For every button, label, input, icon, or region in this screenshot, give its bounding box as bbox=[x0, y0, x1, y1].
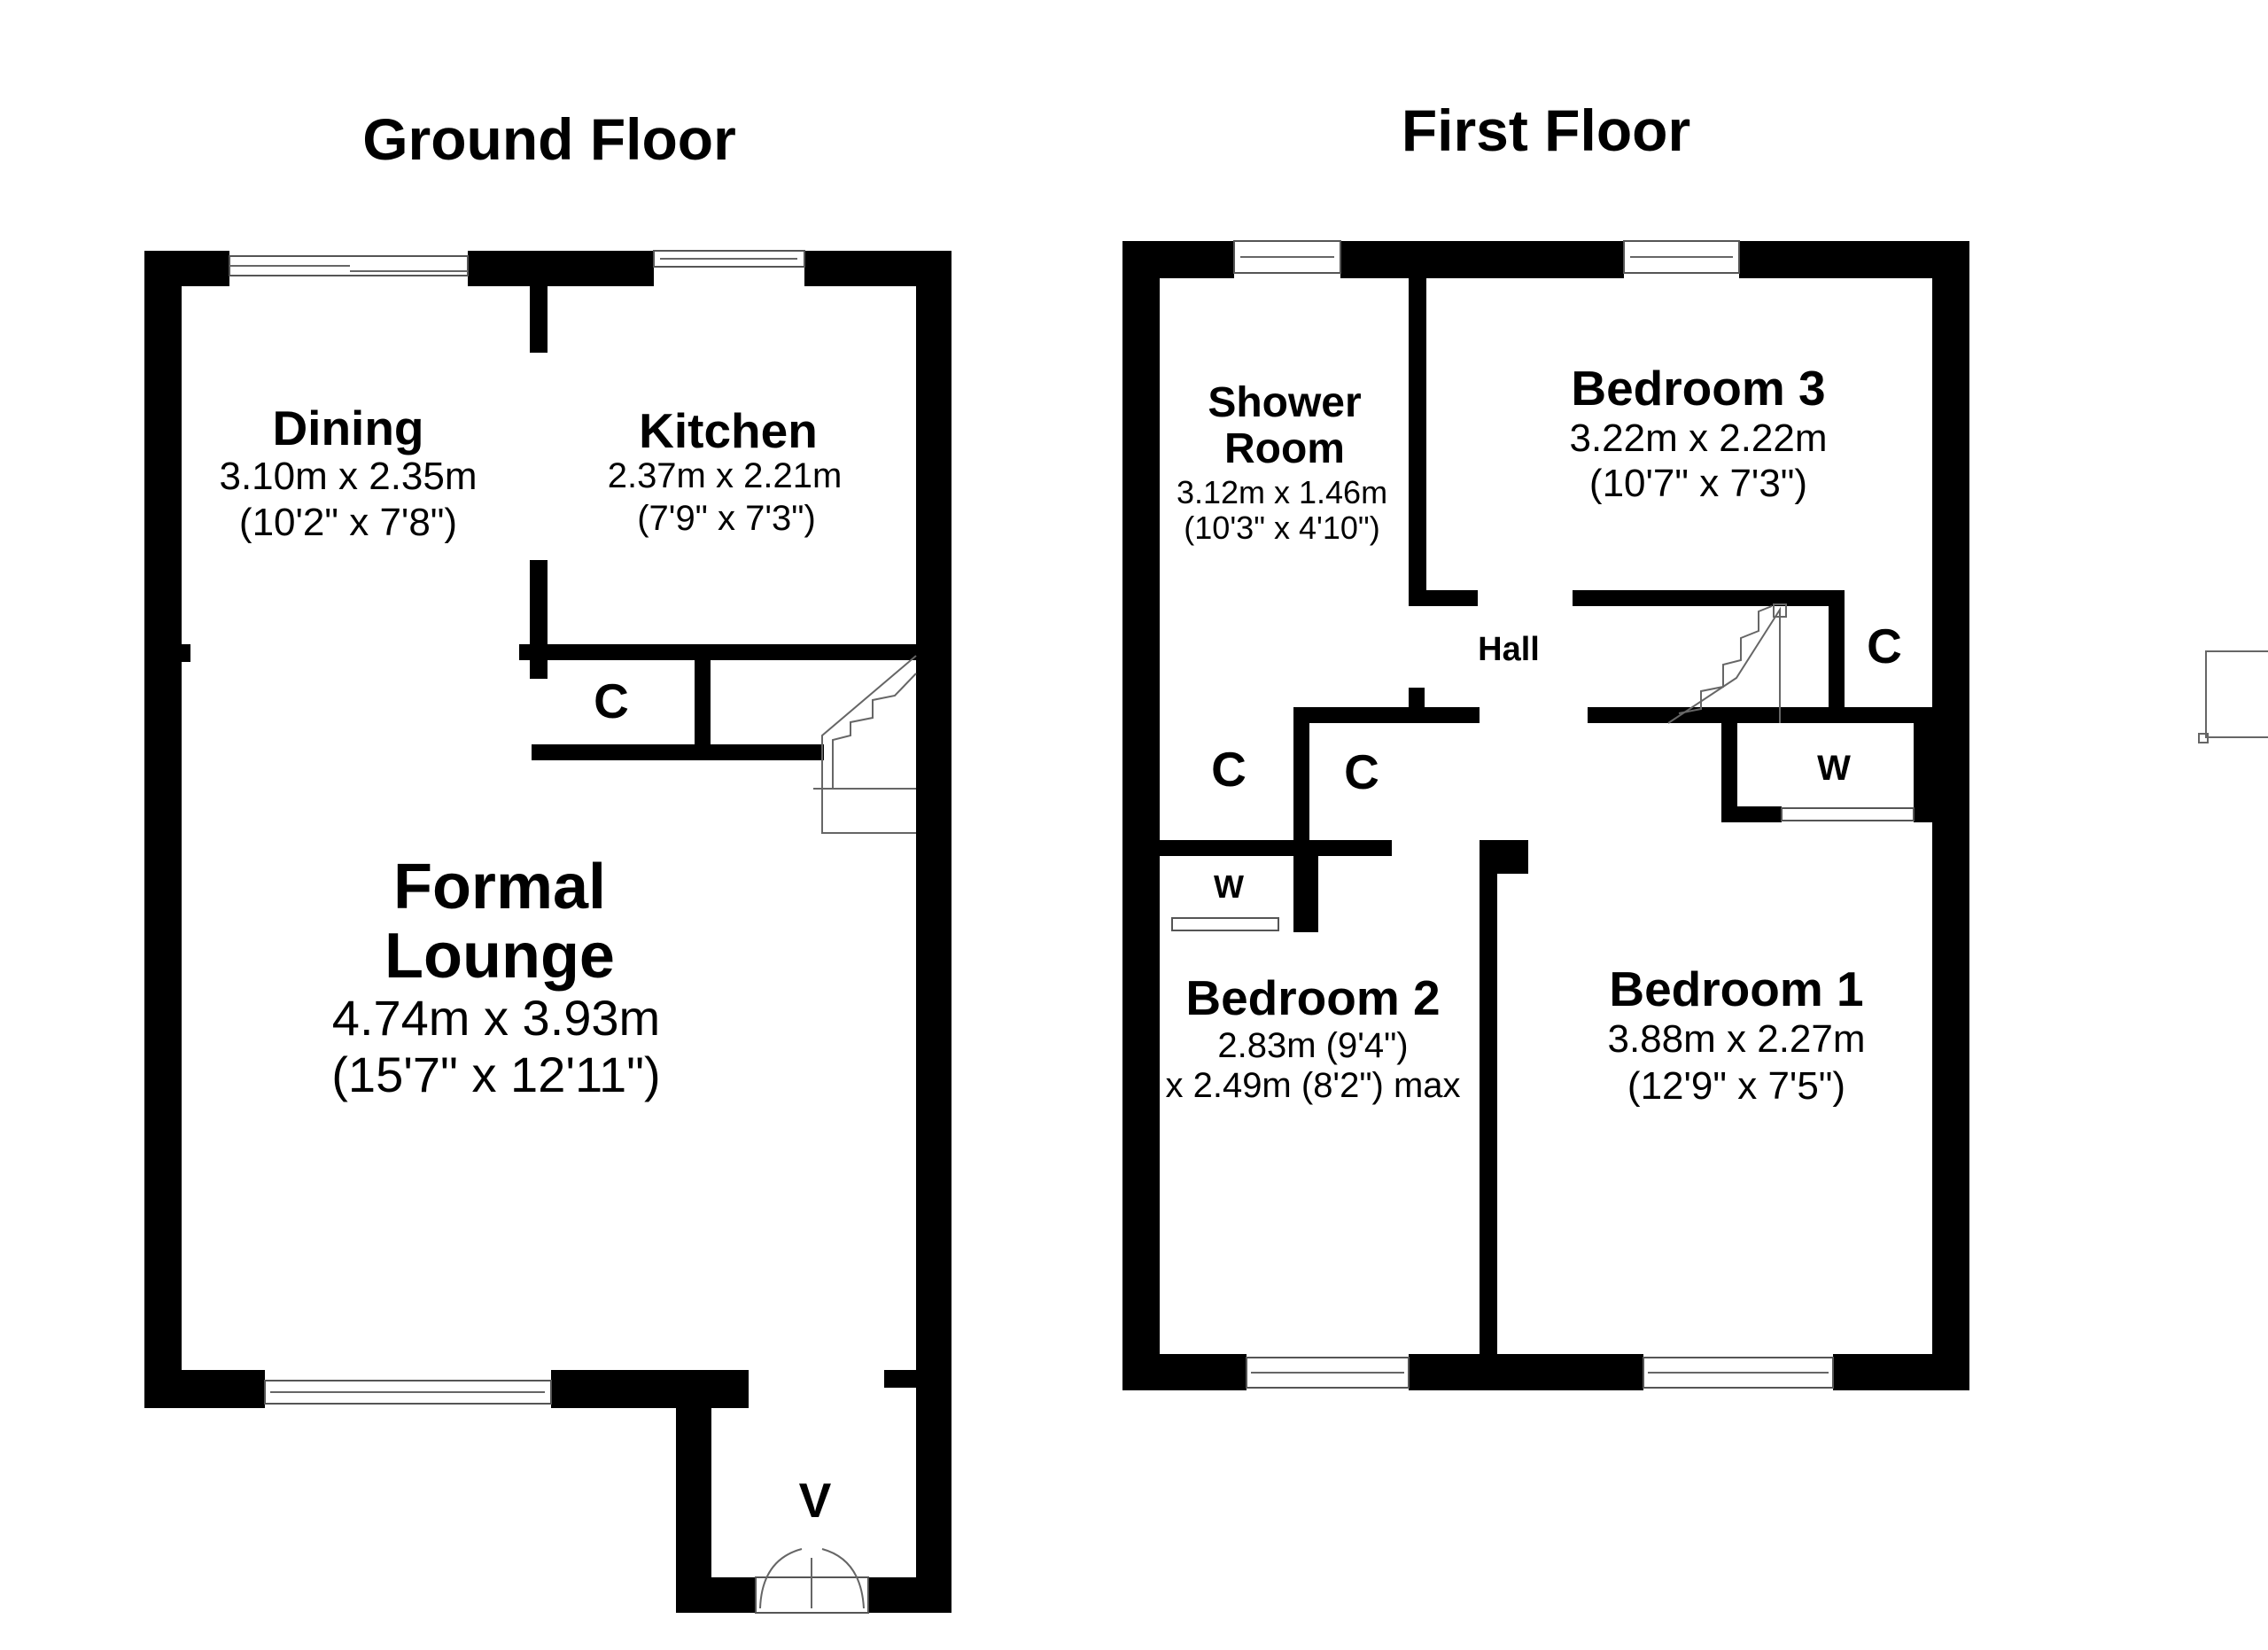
room-dining: Dining 3.10m x 2.35m (10'2" x 7'8") bbox=[219, 401, 477, 544]
ground-floor-stairs bbox=[813, 655, 917, 834]
first-cupboard-tag-3: C bbox=[1344, 744, 1379, 799]
first-cupboard-tag-1: C bbox=[1867, 619, 1902, 673]
first-floor-windows bbox=[1171, 240, 1915, 1389]
bedroom3-metric: 3.22m x 2.22m bbox=[1569, 416, 1827, 460]
ground-cupboard-tag: C bbox=[594, 673, 629, 728]
dining-name: Dining bbox=[272, 401, 423, 455]
first-floor-walls bbox=[1122, 241, 1969, 1390]
room-bedroom2: Bedroom 2 2.83m (9'4") x 2.49m (8'2") ma… bbox=[1165, 970, 1460, 1105]
room-bedroom1: Bedroom 1 3.88m x 2.27m (12'9" x 7'5") bbox=[1607, 961, 1865, 1108]
lounge-name-line1: Formal bbox=[393, 852, 606, 922]
bedroom2-wardrobe-tag: W bbox=[1214, 868, 1244, 905]
shower-name-line1: Shower bbox=[1208, 379, 1361, 426]
lounge-metric: 4.74m x 3.93m bbox=[332, 990, 660, 1046]
dining-metric: 3.10m x 2.35m bbox=[219, 455, 477, 498]
bedroom1-imperial: (12'9" x 7'5") bbox=[1627, 1064, 1845, 1108]
kitchen-name: Kitchen bbox=[639, 403, 818, 458]
room-kitchen: Kitchen 2.37m x 2.21m (7'9" x 7'3") bbox=[608, 403, 843, 538]
kitchen-imperial: (7'9" x 7'3") bbox=[637, 499, 816, 538]
dining-imperial: (10'2" x 7'8") bbox=[239, 501, 457, 544]
bedroom3-imperial: (10'7" x 7'3") bbox=[1589, 462, 1807, 505]
vestibule-tag: V bbox=[799, 1473, 832, 1528]
room-bedroom3: Bedroom 3 3.22m x 2.22m (10'7" x 7'3") bbox=[1569, 361, 1827, 505]
bedroom1-wardrobe-tag: W bbox=[1817, 749, 1851, 788]
room-shower: Shower Room 3.12m x 1.46m (10'3" x 4'10"… bbox=[1177, 379, 1387, 546]
bedroom2-line2: x 2.49m (8'2") max bbox=[1165, 1066, 1460, 1105]
bedroom1-name: Bedroom 1 bbox=[1609, 961, 1863, 1016]
bedroom3-name: Bedroom 3 bbox=[1571, 361, 1825, 416]
lounge-name-line2: Lounge bbox=[384, 921, 615, 992]
shower-name-line2: Room bbox=[1224, 425, 1345, 472]
bedroom2-name: Bedroom 2 bbox=[1185, 970, 1440, 1025]
kitchen-metric: 2.37m x 2.21m bbox=[608, 456, 843, 495]
first-floor-stairs bbox=[1667, 603, 1787, 724]
first-cupboard-tag-2: C bbox=[1211, 742, 1247, 797]
front-door[interactable] bbox=[755, 1548, 869, 1614]
ground-floor-walls bbox=[144, 251, 951, 1613]
ground-floor-plan: Ground Floor bbox=[144, 106, 951, 1614]
first-floor-title: First Floor bbox=[1402, 97, 1690, 163]
bedroom2-wardrobe-door bbox=[1171, 917, 1279, 931]
edge-fragment bbox=[2198, 650, 2268, 743]
ground-floor-title: Ground Floor bbox=[362, 106, 736, 172]
bedroom1-metric: 3.88m x 2.27m bbox=[1607, 1017, 1865, 1061]
shower-imperial: (10'3" x 4'10") bbox=[1184, 510, 1379, 546]
shower-metric: 3.12m x 1.46m bbox=[1177, 474, 1387, 510]
lounge-imperial: (15'7" x 12'11") bbox=[331, 1047, 660, 1102]
bedroom1-wardrobe-door bbox=[1781, 807, 1915, 821]
room-lounge: Formal Lounge 4.74m x 3.93m (15'7" x 12'… bbox=[331, 852, 660, 1102]
first-floor-plan: First Floor bbox=[1122, 97, 1969, 1390]
hall-label: Hall bbox=[1478, 631, 1540, 668]
bedroom2-line1: 2.83m (9'4") bbox=[1217, 1026, 1408, 1065]
ground-floor-windows bbox=[229, 250, 805, 1405]
